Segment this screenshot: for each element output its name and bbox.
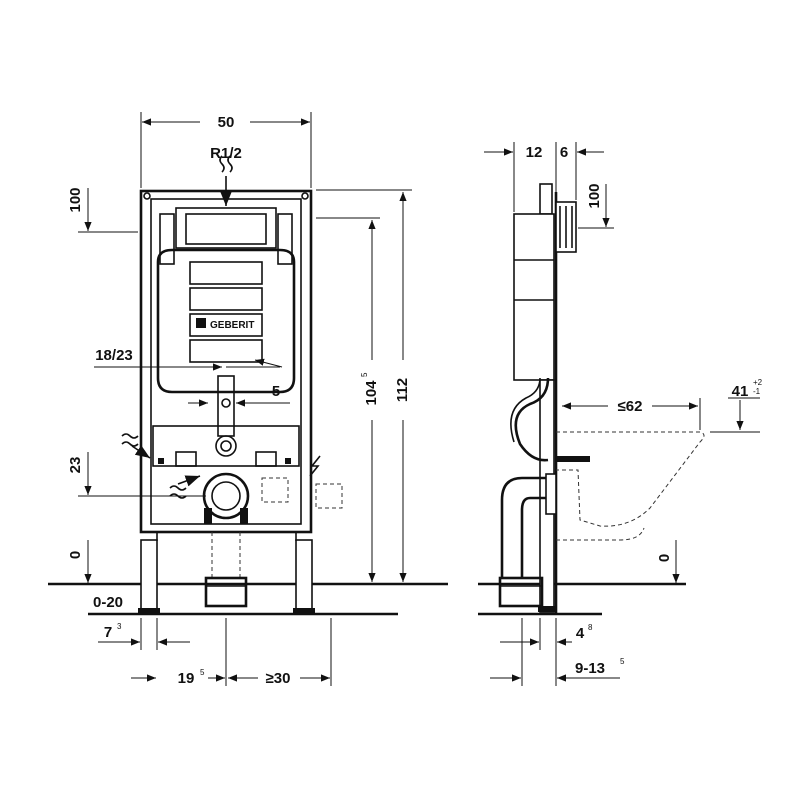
dim-side-top-offset-label: 100 [586, 183, 603, 208]
dim-foot-offset-label: 7 [104, 624, 112, 641]
toilet-bowl [556, 431, 705, 541]
brand-logo: GEBERIT [210, 320, 254, 331]
dim-min-distance-label: ≥30 [266, 670, 291, 687]
dim-min-distance: ≥30 [228, 618, 332, 687]
side-view: 12 6 100 ≤62 41 +2 -1 0 [478, 142, 763, 686]
drain-pipe [204, 576, 248, 608]
dim-width: 50 [140, 112, 312, 188]
frame [138, 189, 315, 613]
dim-depth: 12 6 [484, 142, 604, 212]
dim-width-label: 50 [218, 114, 235, 131]
left-leg [140, 539, 158, 613]
dim-side-floor-zero-label: 0 [656, 554, 673, 562]
dim-floor-zero: 0 [67, 540, 92, 583]
dim-center-offset-sup: 5 [200, 668, 205, 677]
flush-pipe [514, 377, 550, 462]
flush-pipe-inner [510, 377, 541, 443]
floor-range-label: 0-20 [93, 594, 123, 611]
dim-foot-offset: 7 3 [98, 618, 190, 650]
side-drain [498, 473, 557, 608]
dim-height-inner: 104 5 [316, 217, 380, 582]
dim-depth-b-label: 6 [560, 144, 568, 161]
dim-wall-range-sup: 5 [620, 657, 625, 666]
dim-foot-offset-sup: 3 [117, 622, 122, 631]
dim-height-total: 112 [316, 189, 412, 582]
dim-height-inner-label: 104 [363, 380, 380, 406]
dim-center-offset: 19 5 [131, 618, 227, 687]
drain-elbow [202, 472, 250, 608]
dim-height-inner-sup: 5 [360, 372, 369, 377]
dim-bowl-length-label: ≤62 [618, 398, 643, 415]
dim-small-offset: 5 [188, 383, 290, 407]
dim-top-offset: 100 [67, 187, 138, 233]
dim-mid-height: 23 [67, 452, 206, 497]
water-inlet-bottom-icon [169, 475, 201, 499]
water-inlet-left-icon [121, 433, 151, 459]
dim-bowl-length: ≤62 [562, 398, 701, 430]
dim-side-floor-zero: 0 [656, 540, 680, 583]
dim-foot-depth: 4 8 [500, 618, 593, 686]
dim-bowl-height: 41 +2 -1 [710, 378, 763, 433]
dim-bowl-height-tol-plus: +2 [753, 378, 763, 387]
option-box-left [261, 477, 289, 503]
water-supply-icon [219, 155, 233, 206]
dim-bowl-height-label: 41 [732, 383, 749, 400]
dim-depth-a-label: 12 [526, 144, 543, 161]
dim-foot-depth-sup: 8 [588, 623, 593, 632]
front-view: GEBERIT [48, 112, 448, 687]
dim-wall-range: 9-13 5 [490, 618, 625, 686]
dim-height-total-label: 112 [394, 378, 411, 402]
dim-drain-offset: 18/23 [94, 347, 283, 371]
dim-wall-range-label: 9-13 [575, 660, 605, 677]
dim-top-offset-label: 100 [67, 187, 84, 212]
connection-label: R1/2 [210, 145, 242, 162]
dim-small-offset-label: 5 [272, 383, 280, 400]
cistern: GEBERIT [156, 207, 296, 437]
dim-foot-depth-label: 4 [576, 625, 585, 642]
option-box-right [315, 483, 343, 509]
side-frame [513, 183, 577, 613]
dim-bowl-height-tol-minus: -1 [753, 387, 761, 396]
dim-drain-offset-label: 18/23 [95, 347, 133, 364]
dim-center-offset-label: 19 [178, 670, 195, 687]
dim-mid-height-label: 23 [67, 457, 84, 474]
dim-side-top-offset: 100 [578, 183, 614, 229]
support-rail [152, 425, 300, 467]
dim-floor-zero-label: 0 [67, 551, 84, 559]
right-leg [295, 539, 313, 613]
electric-icon [309, 455, 321, 477]
